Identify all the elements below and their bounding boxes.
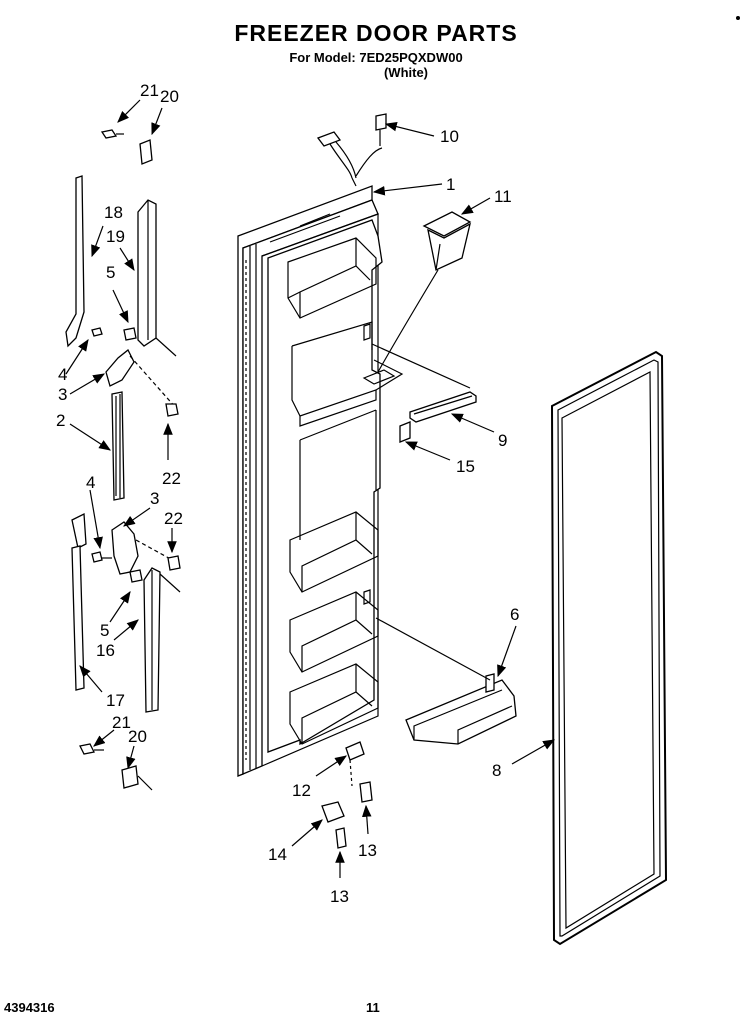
dispenser-chute [377, 211, 472, 373]
callout-4-top: 4 [58, 365, 67, 384]
callout-21-top: 21 [140, 81, 159, 100]
door-gasket [550, 350, 668, 946]
corner-mark [736, 16, 740, 20]
callout-16: 16 [96, 641, 115, 660]
callout-14: 14 [268, 845, 287, 864]
callout-17: 17 [106, 691, 125, 710]
dispenser-trim [371, 343, 477, 443]
callout-18: 18 [104, 203, 123, 222]
callout-3-bottom: 3 [150, 489, 159, 508]
callout-3-top: 3 [58, 385, 67, 404]
callout-5-bottom: 5 [100, 621, 109, 640]
callout-8: 8 [492, 761, 501, 780]
document-number: 4394316 [4, 1000, 55, 1015]
callout-19: 19 [106, 227, 125, 246]
callout-22-top: 22 [162, 469, 181, 488]
door-shelf [375, 617, 517, 745]
page-title: FREEZER DOOR PARTS [234, 20, 518, 46]
callout-2: 2 [56, 411, 65, 430]
color-line: (White) [383, 65, 429, 80]
callout-4-bottom: 4 [86, 473, 95, 492]
bottom-hinge-parts [321, 741, 373, 849]
callout-15: 15 [456, 457, 475, 476]
callout-9: 9 [498, 431, 507, 450]
callout-12: 12 [292, 781, 311, 800]
door-liner [237, 185, 404, 777]
hinge-hardware [65, 129, 181, 791]
wire-harness [316, 113, 387, 187]
callout-20-top: 20 [160, 87, 179, 106]
callout-labels: 21 20 18 19 5 4 3 2 22 4 3 22 5 16 17 21… [56, 81, 519, 906]
callout-13-right: 13 [358, 841, 377, 860]
leader-lines [65, 99, 556, 878]
callout-1: 1 [446, 175, 455, 194]
callout-6: 6 [510, 605, 519, 624]
callout-11: 11 [494, 187, 512, 206]
callout-21-bottom: 21 [112, 713, 131, 732]
model-line: For Model: 7ED25PQXDW00 [289, 50, 463, 65]
callout-13-bottom: 13 [330, 887, 349, 906]
callout-22-bottom: 22 [164, 509, 183, 528]
callout-10: 10 [440, 127, 459, 146]
callout-5-top: 5 [106, 263, 115, 282]
page-number: 11 [366, 1000, 380, 1015]
callout-20-bottom: 20 [128, 727, 147, 746]
